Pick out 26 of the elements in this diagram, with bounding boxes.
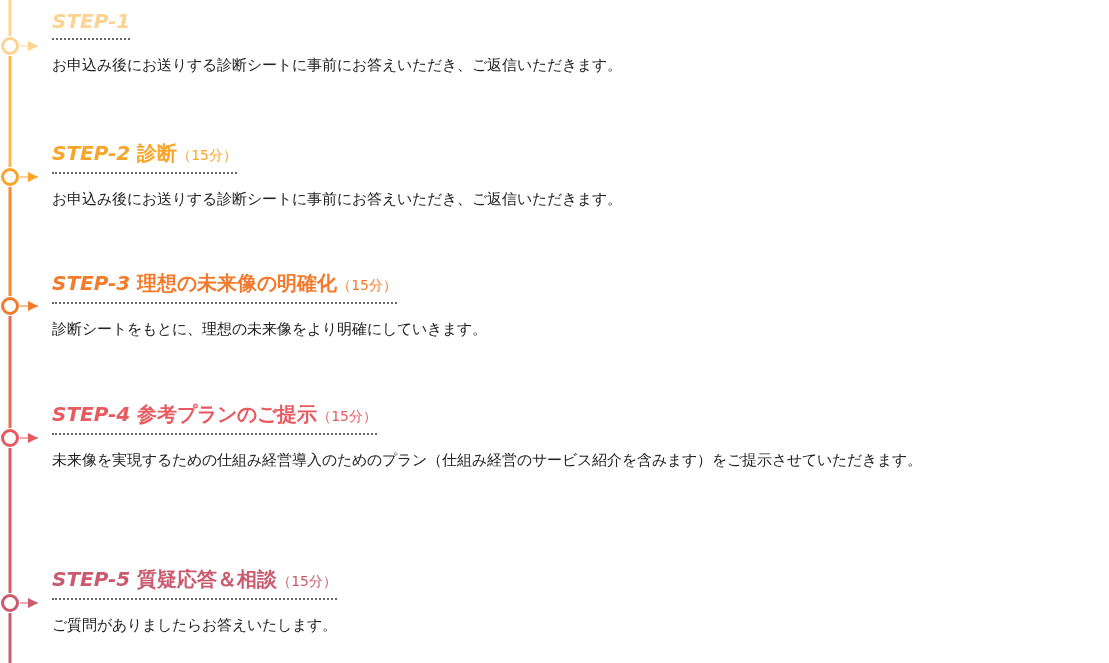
step-description: お申込み後にお送りする診断シートに事前にお答えいただき、ご返信いただきます。 [52,190,623,209]
timeline-line [8,0,12,36]
timeline-line [8,56,12,167]
pointer-arrow [19,172,39,182]
step-heading: STEP-3 理想の未来像の明確化（15分） [52,270,398,304]
timeline-circle [1,37,19,55]
step-heading: STEP-1 [52,8,131,40]
timeline-line [8,316,12,428]
timeline-line [8,448,12,593]
timeline-circle [1,594,19,612]
timeline-line [8,187,12,296]
step-description: ご質問がありましたらお答えいたします。 [52,616,338,635]
pointer-arrow [19,598,39,608]
step-description: 診断シートをもとに、理想の未来像をより明確にしていきます。 [52,320,488,339]
step-heading: STEP-4 参考プランのご提示（15分） [52,401,378,435]
pointer-arrow [19,433,39,443]
step-description: 未来像を実現するための仕組み経営導入のためのプラン（仕組み経営のサービス紹介を含みます）をご提示させていただきます。 [52,451,923,470]
step-heading: STEP-2 診断（15分） [52,140,238,174]
timeline-circle [1,297,19,315]
timeline-circle [1,168,19,186]
pointer-arrow [19,301,39,311]
timeline-circle [1,429,19,447]
timeline-line [8,613,12,663]
pointer-arrow [19,41,39,51]
step-description: お申込み後にお送りする診断シートに事前にお答えいただき、ご返信いただきます。 [52,56,623,75]
step-heading: STEP-5 質疑応答＆相談（15分） [52,566,338,600]
